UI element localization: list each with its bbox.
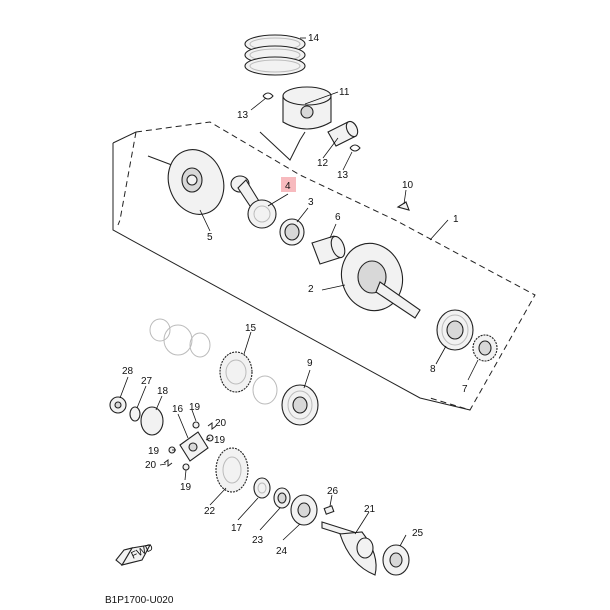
callout-13-top: 13 [237, 110, 249, 121]
callout-28: 28 [122, 366, 134, 377]
balancer-shaft-21 [321, 521, 377, 576]
callout-13-bottom: 13 [337, 170, 349, 181]
crank-web-left [147, 149, 225, 215]
callout-11: 11 [339, 87, 350, 98]
nut-28 [109, 396, 127, 414]
springs-20 [163, 422, 217, 467]
gear-22 [215, 447, 249, 493]
callout-19-b: 19 [214, 435, 226, 446]
callout-19-a: 19 [189, 402, 201, 413]
callout-16: 16 [172, 404, 184, 415]
callout-9: 9 [307, 358, 313, 369]
forward-arrow-icon: FWD [115, 542, 155, 566]
callout-25: 25 [412, 528, 424, 539]
callout-15: 15 [245, 323, 257, 334]
callout-1: 1 [453, 214, 459, 225]
needle-bearing [279, 218, 305, 246]
callout-26: 26 [327, 486, 339, 497]
ball-bearing-24 [290, 494, 318, 526]
callout-8: 8 [430, 364, 436, 375]
ball-bearing-8 [436, 309, 474, 351]
connecting-rod [230, 175, 277, 229]
crank-pin [311, 235, 346, 265]
callout-23: 23 [252, 535, 264, 546]
callout-24: 24 [276, 546, 288, 557]
diagram-code: B1P1700-U020 [105, 595, 174, 606]
washer-17 [253, 477, 271, 499]
collar-23 [273, 487, 291, 509]
callout-19-d: 19 [180, 482, 192, 493]
ball-bearing-25 [382, 544, 410, 576]
callout-21: 21 [364, 504, 376, 515]
callout-18: 18 [157, 386, 169, 397]
highlight-box [281, 177, 296, 192]
callout-27: 27 [141, 376, 153, 387]
callout-17: 17 [231, 523, 243, 534]
plate-18 [140, 406, 164, 436]
callout-20-b: 20 [145, 460, 157, 471]
crank-web-right [340, 242, 421, 319]
callout-5: 5 [207, 232, 213, 243]
ghost-gears-left [149, 318, 211, 358]
callout-4: 4 [285, 181, 291, 192]
piston [282, 86, 332, 130]
callout-19-c: 19 [148, 446, 160, 457]
pins-19 [168, 421, 214, 471]
callout-2: 2 [308, 284, 314, 295]
piston-guide-line [259, 131, 306, 161]
gear-15 [219, 351, 278, 405]
callout-10: 10 [402, 180, 414, 191]
pin-26 [323, 505, 335, 515]
callout-6: 6 [335, 212, 341, 223]
callout-labels: 1 2 3 4 5 6 7 8 9 10 11 12 13 13 14 15 1… [122, 33, 468, 557]
callout-12: 12 [317, 158, 329, 169]
hub-16 [179, 431, 209, 462]
callout-14: 14 [308, 33, 320, 44]
drive-gear-7 [472, 334, 498, 362]
woodruff-key [396, 201, 410, 211]
piston-pin [327, 120, 359, 147]
callout-20-a: 20 [215, 418, 227, 429]
callout-22: 22 [204, 506, 216, 517]
ball-bearing-9 [281, 384, 319, 426]
crankshaft-assembly-frame [112, 121, 536, 411]
leader-lines [119, 37, 479, 547]
piston-rings [244, 34, 306, 76]
callout-7: 7 [462, 384, 468, 395]
callout-3: 3 [308, 197, 314, 208]
washer-27 [129, 406, 141, 422]
